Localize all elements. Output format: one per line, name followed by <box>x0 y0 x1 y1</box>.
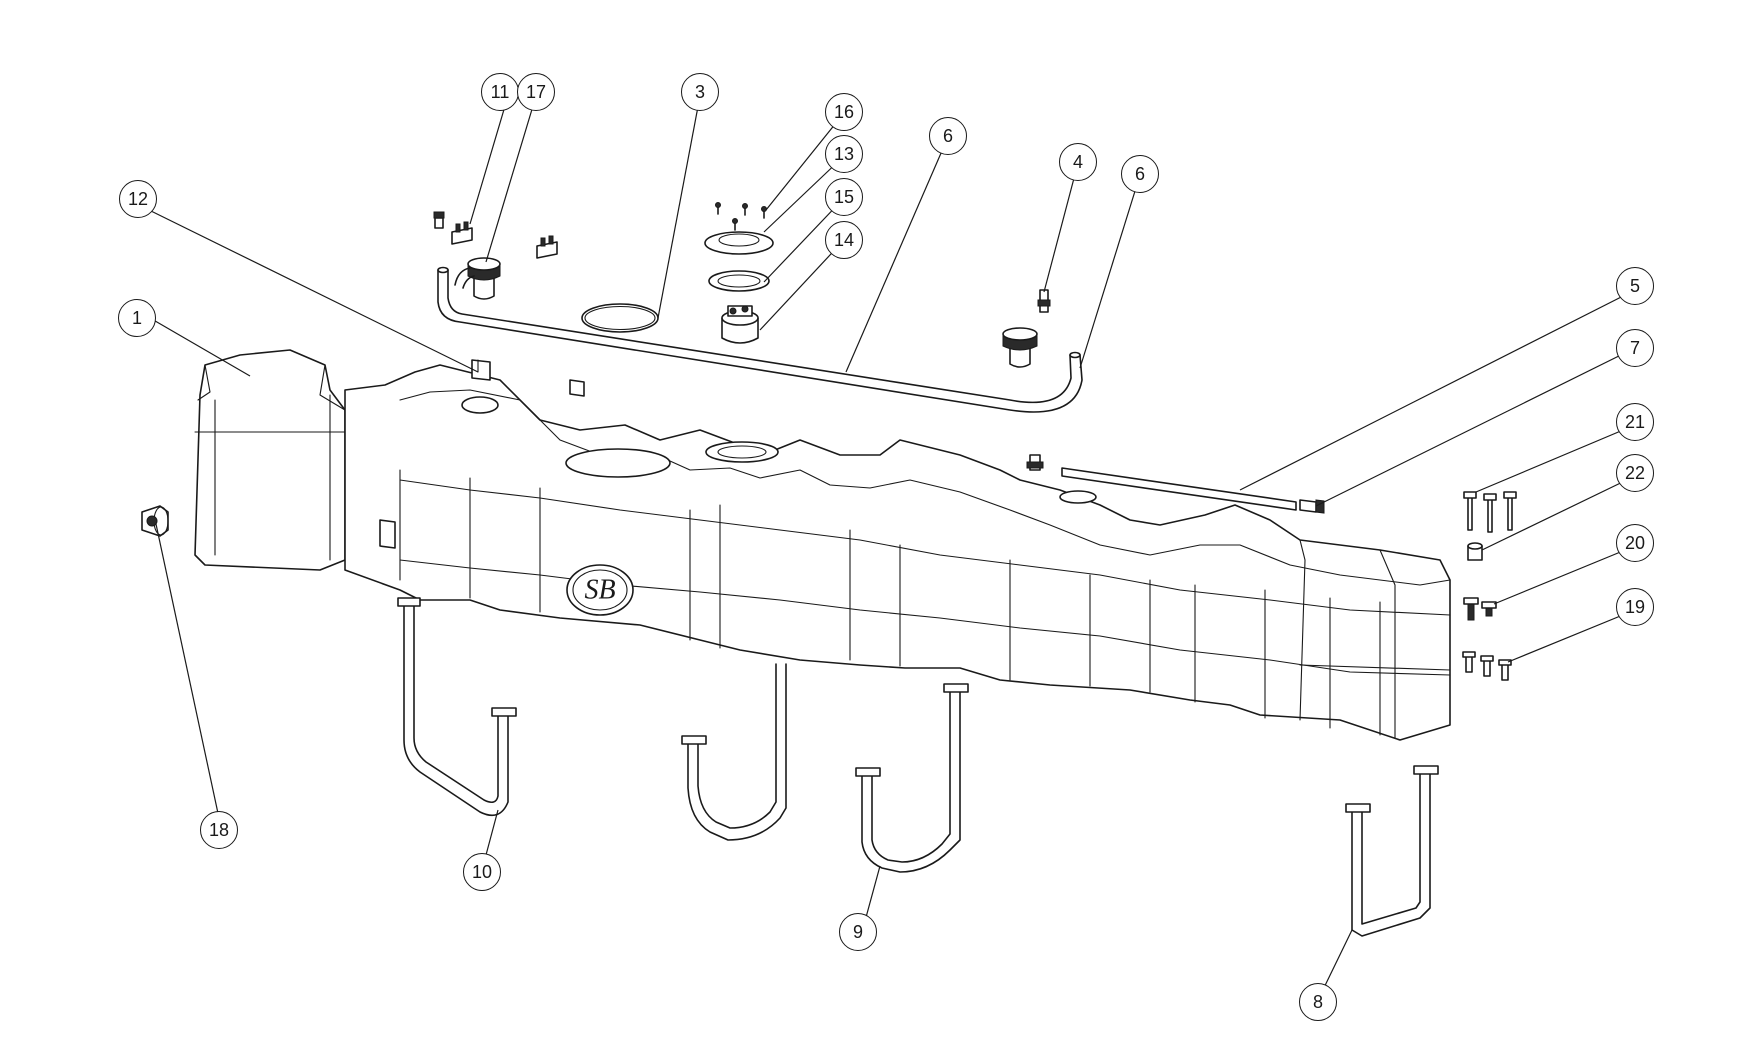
strap-part-10b <box>681 663 787 841</box>
filler-cap-part-17 <box>467 257 501 300</box>
callout-4: 4 <box>1059 143 1097 181</box>
callout-7-label: 7 <box>1629 337 1640 358</box>
callout-9: 9 <box>839 913 877 951</box>
callout-10: 10 <box>463 853 501 891</box>
callout-1: 1 <box>118 299 156 337</box>
brand-logo: SB <box>584 575 615 606</box>
callout-3: 3 <box>681 73 719 111</box>
callout-6-right-label: 6 <box>1134 163 1145 184</box>
callout-8: 8 <box>1299 983 1337 1021</box>
callout-15: 15 <box>825 178 863 216</box>
bolts-part-21 <box>1463 491 1517 533</box>
callout-6-right: 6 <box>1121 155 1159 193</box>
bracket-part-12 <box>471 359 585 397</box>
callout-10-label: 10 <box>471 861 493 882</box>
clips-part-11 <box>433 211 558 259</box>
callout-19-label: 19 <box>1624 596 1646 617</box>
callout-18-label: 18 <box>208 819 230 840</box>
vent-hose-part-6 <box>437 266 1083 413</box>
callout-16: 16 <box>825 93 863 131</box>
callout-22-label: 22 <box>1624 462 1646 483</box>
screws-part-16 <box>715 202 767 231</box>
callout-21: 21 <box>1616 403 1654 441</box>
sender-module-part-14 <box>721 305 759 344</box>
callout-3-label: 3 <box>694 81 705 102</box>
callout-5: 5 <box>1616 267 1654 305</box>
callout-11: 11 <box>481 73 519 111</box>
seal-part-15 <box>708 270 770 292</box>
callout-8-label: 8 <box>1312 991 1323 1012</box>
callout-7: 7 <box>1616 329 1654 367</box>
callout-14-label: 14 <box>833 229 855 250</box>
callout-17-label: 17 <box>525 81 547 102</box>
callout-1-label: 1 <box>131 307 142 328</box>
callout-18: 18 <box>200 811 238 849</box>
callout-4-label: 4 <box>1072 151 1083 172</box>
callout-20-label: 20 <box>1624 532 1646 553</box>
callout-13: 13 <box>825 135 863 173</box>
callout-12-label: 12 <box>127 188 149 209</box>
callout-19: 19 <box>1616 588 1654 626</box>
fuel-tank: SB <box>194 349 1451 741</box>
callout-6-left-label: 6 <box>942 125 953 146</box>
callout-13-label: 13 <box>833 143 855 164</box>
callout-17: 17 <box>517 73 555 111</box>
callout-14: 14 <box>825 221 863 259</box>
callout-16-label: 16 <box>833 101 855 122</box>
tube-part-5 <box>1061 467 1297 511</box>
valve-on-tank <box>1026 454 1044 471</box>
callout-9-label: 9 <box>852 921 863 942</box>
leader-lines <box>149 95 1636 1001</box>
plug-part-18 <box>141 505 169 537</box>
callout-15-label: 15 <box>833 186 855 207</box>
nut-part-22 <box>1467 542 1483 561</box>
callout-22: 22 <box>1616 454 1654 492</box>
callout-6-left: 6 <box>929 117 967 155</box>
callout-21-label: 21 <box>1624 411 1646 432</box>
fasteners-part-19 <box>1462 651 1512 681</box>
valve-part-4 <box>1037 289 1051 313</box>
strap-part-10 <box>397 597 517 817</box>
callout-20: 20 <box>1616 524 1654 562</box>
strap-part-9 <box>855 683 969 873</box>
callout-12: 12 <box>119 180 157 218</box>
lock-ring-part-13 <box>704 231 774 255</box>
fitting-part-7 <box>1299 499 1325 514</box>
bolts-part-20 <box>1463 597 1497 621</box>
strap-part-8 <box>1345 765 1439 937</box>
callout-5-label: 5 <box>1629 275 1640 296</box>
o-ring-part-3 <box>581 303 659 333</box>
callout-11-label: 11 <box>490 81 510 102</box>
filler-cap-right <box>1002 327 1038 368</box>
